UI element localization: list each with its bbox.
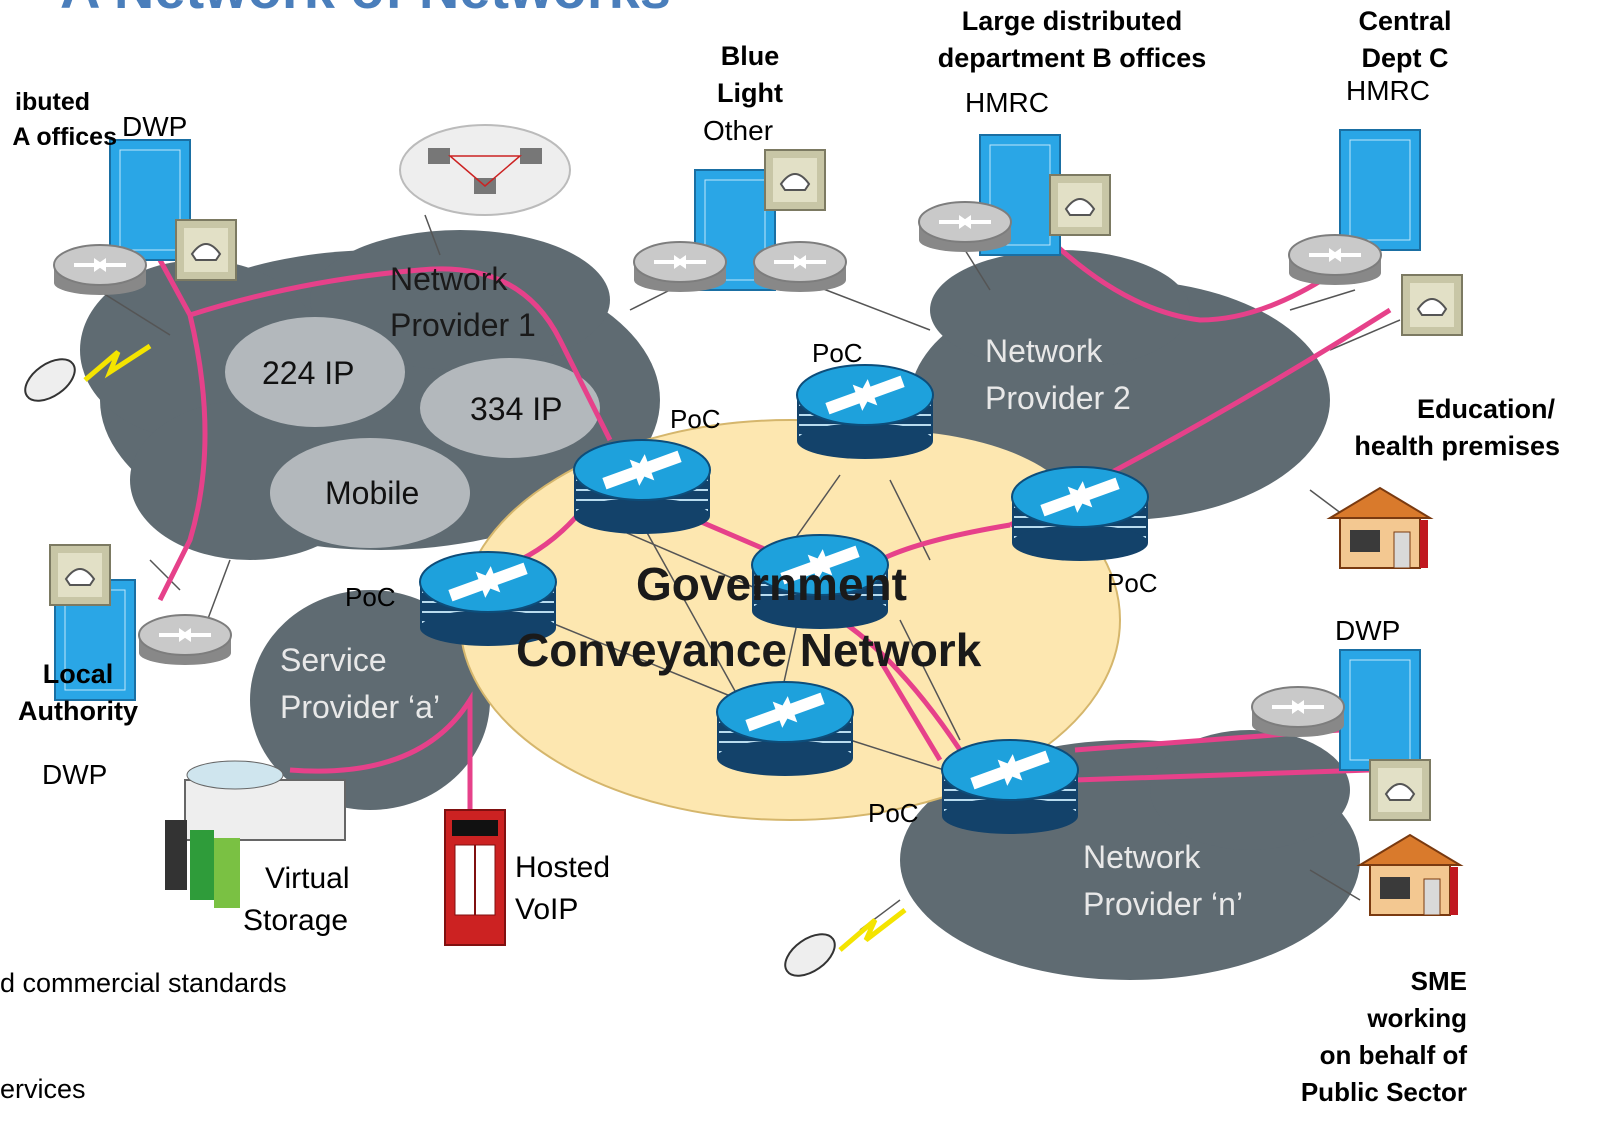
cloud-service-provider-a <box>250 590 490 810</box>
np1-label-2: Provider 1 <box>390 307 536 343</box>
house-icon <box>1329 487 1431 569</box>
bullet-line-1: d commercial standards <box>0 968 287 998</box>
poc-label: PoC <box>670 404 721 434</box>
poc-label: PoC <box>868 798 919 828</box>
gcn-label-2: Conveyance Network <box>516 624 982 676</box>
poc-label: PoC <box>345 582 396 612</box>
npn-label-2: Provider ‘n’ <box>1083 886 1243 922</box>
blue-light-label-1: Blue <box>721 41 780 71</box>
dept-b-label-1: Large distributed <box>962 6 1183 36</box>
hmrc-b-label: HMRC <box>965 87 1049 118</box>
building-hmrc-c <box>1339 129 1421 251</box>
storage-label-1: Virtual <box>265 862 350 895</box>
phone-booth-icon <box>444 809 506 946</box>
ip224-label: 224 IP <box>262 355 355 391</box>
bullet-line-2: ervices <box>0 1074 86 1104</box>
sme-label-3: on behalf of <box>1320 1040 1468 1070</box>
np2-label-1: Network <box>985 333 1103 369</box>
education-label-2: health premises <box>1354 431 1560 461</box>
blue-light-label-2: Light <box>717 78 783 108</box>
phone-icon <box>764 149 826 211</box>
poc-router-icon <box>796 364 934 460</box>
router-icon <box>753 241 847 293</box>
voip-label-1: Hosted <box>515 851 610 884</box>
laptop-icon <box>428 148 450 164</box>
cloud-224-ip <box>225 317 405 427</box>
router-icon <box>53 244 147 296</box>
hmrc-c-label: HMRC <box>1346 75 1430 106</box>
gcn-label-1: Government <box>636 558 907 610</box>
phone-icon <box>1369 759 1431 821</box>
sme-label-2: working <box>1366 1003 1467 1033</box>
router-icon <box>918 201 1012 253</box>
np1-label-1: Network <box>390 261 508 297</box>
other-label: Other <box>703 115 773 146</box>
house-icon <box>1359 834 1461 916</box>
dept-a-label-1: ibuted <box>15 88 90 116</box>
virtual-storage-icon <box>165 760 346 908</box>
poc-router-icon <box>573 439 711 535</box>
central-c-label-1: Central <box>1358 6 1451 36</box>
page-title: A Network of Networks <box>60 0 671 20</box>
ip334-label: 334 IP <box>470 391 563 427</box>
router-icon <box>1251 686 1345 738</box>
building-dwp-right <box>1339 649 1421 771</box>
local-authority-label-1: Local <box>43 659 114 689</box>
education-label-1: Education/ <box>1417 394 1556 424</box>
mobile-phone-icon <box>24 343 152 402</box>
router-icon <box>138 614 232 666</box>
mobile-phone-icon <box>784 908 907 977</box>
storage-label-2: Storage <box>243 904 348 937</box>
laptop-icon <box>520 148 542 164</box>
dept-a-label-2: A offices <box>12 123 117 151</box>
router-icon <box>633 241 727 293</box>
poc-router-icon <box>1011 466 1149 562</box>
cloud-mobile <box>270 438 470 548</box>
npn-label-1: Network <box>1083 839 1201 875</box>
phone-icon <box>1401 274 1463 336</box>
cloud-lan <box>399 124 571 216</box>
sme-label-1: SME <box>1411 966 1467 996</box>
router-icon <box>1288 234 1382 286</box>
gcn-core-router-icon <box>716 681 854 777</box>
phone-icon <box>1049 174 1111 236</box>
sme-label-4: Public Sector <box>1301 1077 1467 1107</box>
phone-icon <box>175 219 237 281</box>
poc-label: PoC <box>1107 568 1158 598</box>
spa-label-2: Provider ‘a’ <box>280 689 440 725</box>
poc-label: PoC <box>812 338 863 368</box>
dept-b-label-2: department B offices <box>938 43 1207 73</box>
np2-label-2: Provider 2 <box>985 380 1131 416</box>
phone-icon <box>49 544 111 606</box>
spa-label-1: Service <box>280 642 387 678</box>
cloud-334-ip <box>420 358 600 458</box>
voip-label-2: VoIP <box>515 893 578 926</box>
poc-router-icon <box>941 739 1079 835</box>
dwp-top-label: DWP <box>122 111 187 142</box>
local-authority-label-2: Authority <box>18 696 138 726</box>
mobile-label: Mobile <box>325 475 419 511</box>
central-c-label-2: Dept C <box>1362 43 1449 73</box>
dwp-left-label: DWP <box>42 759 107 790</box>
dwp-right-label: DWP <box>1335 615 1400 646</box>
